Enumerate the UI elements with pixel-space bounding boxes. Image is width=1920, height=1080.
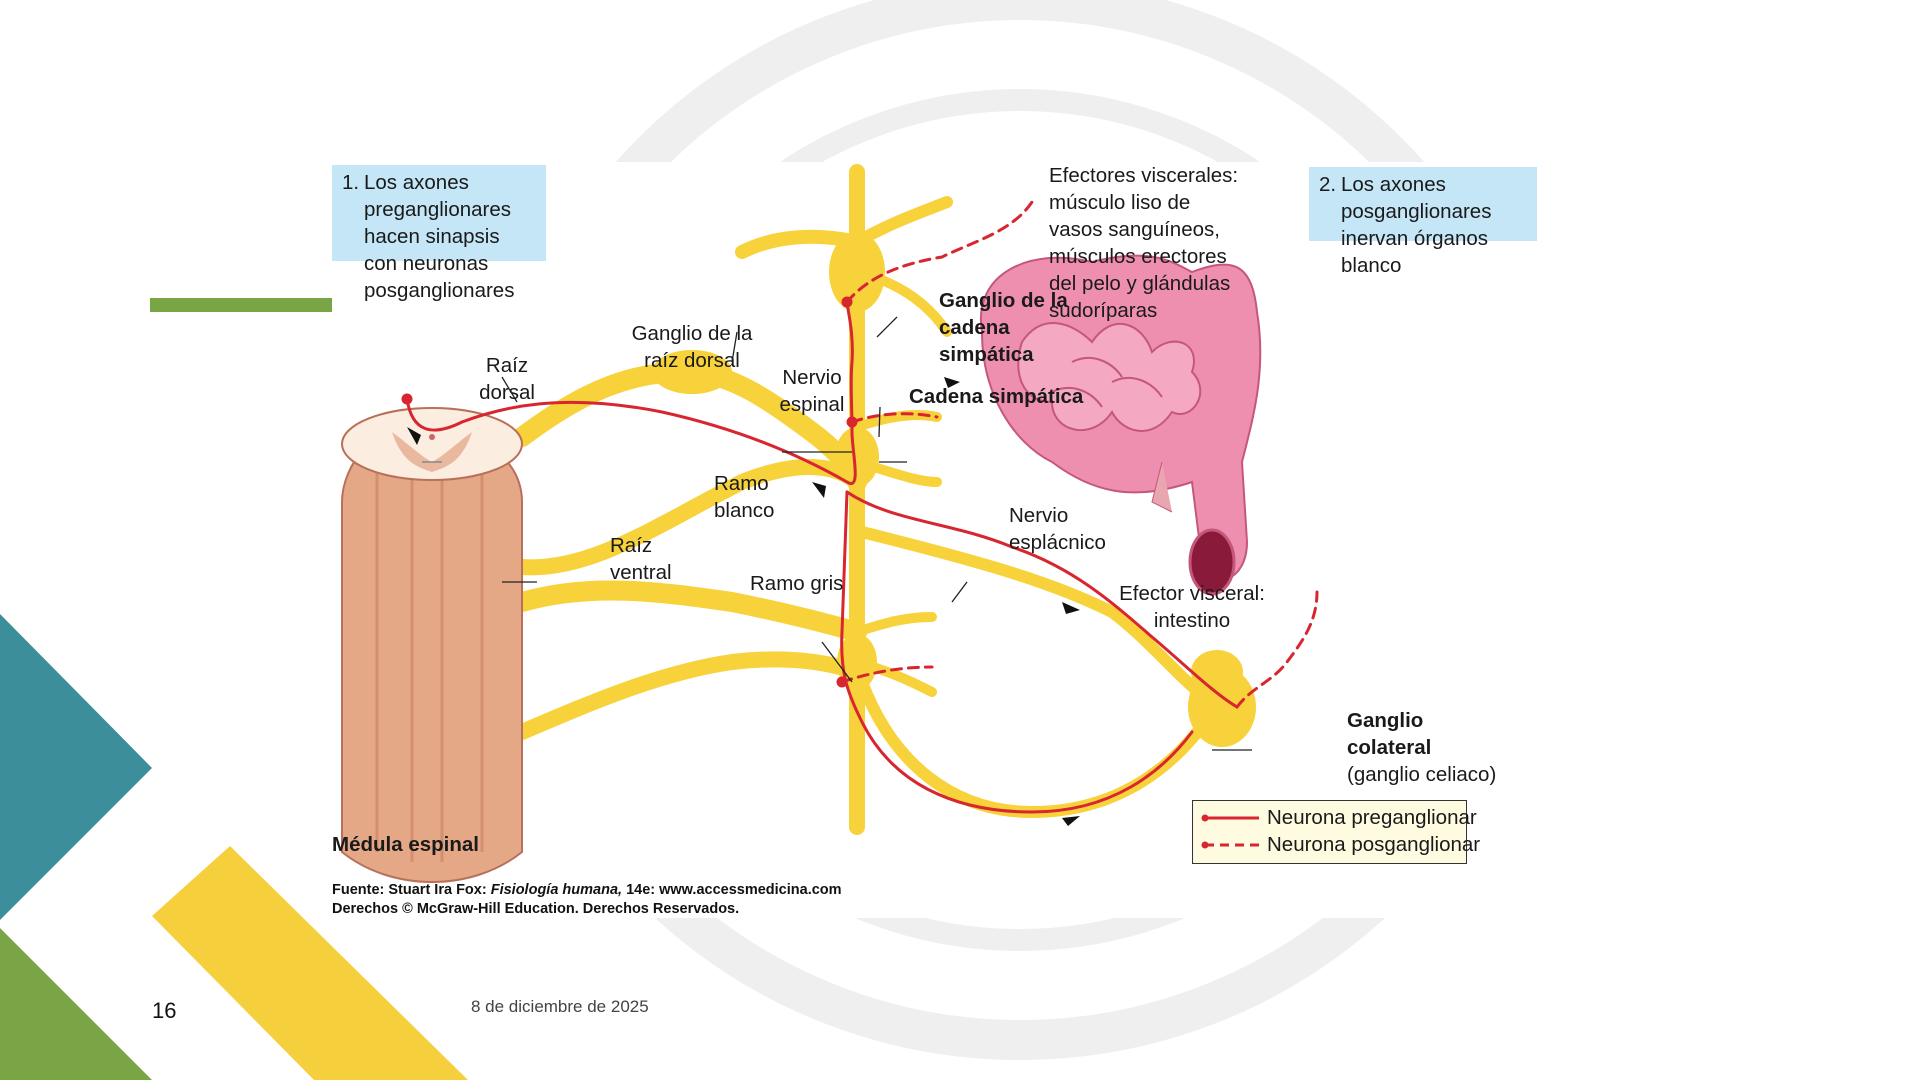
label-raiz-dorsal: Raíz dorsal bbox=[477, 352, 537, 406]
legend-preganglionar-label: Neurona preganglionar bbox=[1267, 805, 1477, 831]
slide-date: 8 de diciembre de 2025 bbox=[471, 997, 649, 1017]
label-ganglio-raiz-dorsal: Ganglio de la raíz dorsal bbox=[627, 320, 757, 374]
label-ramo-blanco: Ramo blanco bbox=[714, 470, 784, 524]
collateral-ganglion-lobe bbox=[1191, 650, 1243, 694]
source-rights: Derechos © McGraw-Hill Education. Derech… bbox=[332, 900, 842, 919]
label-ganglio-colateral: Ganglio colateral bbox=[1347, 707, 1437, 761]
label-ramo-gris: Ramo gris bbox=[750, 570, 843, 597]
source-suffix: 14e: www.accessmedicina.com bbox=[622, 882, 842, 898]
dashed-line-icon bbox=[1201, 838, 1261, 852]
callout-2-number: 2. bbox=[1319, 171, 1336, 198]
slide-number: 16 bbox=[152, 998, 176, 1024]
nerve-to-ganglion-bottom bbox=[862, 682, 1212, 812]
label-efector-visceral: Efector visceral: intestino bbox=[1112, 580, 1272, 634]
callout-preganglionic: 1. Los axones preganglionares hacen sina… bbox=[332, 165, 546, 261]
spinal-nerve-bottom bbox=[522, 659, 857, 732]
solid-line-icon bbox=[1201, 811, 1261, 825]
legend-preganglionar: Neurona preganglionar bbox=[1201, 805, 1466, 831]
legend-posganglionar: Neurona posganglionar bbox=[1201, 832, 1466, 858]
legend: Neurona preganglionar Neurona posganglio… bbox=[1192, 800, 1467, 864]
ventral-root bbox=[522, 467, 857, 567]
upper-branch-right bbox=[857, 202, 947, 242]
label-nervio-esplacnico: Nervio esplácnico bbox=[1009, 502, 1119, 556]
sympathetic-pathway-figure: 1. Los axones preganglionares hacen sina… bbox=[332, 162, 1589, 918]
label-nervio-espinal: Nervio espinal bbox=[772, 364, 852, 418]
upper-chain-ganglion bbox=[829, 232, 885, 312]
label-medula-espinal: Médula espinal bbox=[332, 831, 479, 858]
source-prefix: Fuente: Stuart Ira Fox: bbox=[332, 882, 491, 898]
callout-1-number: 1. bbox=[342, 169, 359, 196]
label-ganglio-cadena: Ganglio de la cadena simpática bbox=[939, 287, 1089, 368]
source-title: Fisiología humana, bbox=[491, 882, 622, 898]
figure-source: Fuente: Stuart Ira Fox: Fisiología human… bbox=[332, 881, 842, 919]
callout-postganglionic: 2. Los axones posganglionares inervan ór… bbox=[1309, 167, 1537, 241]
spinal-cord bbox=[342, 408, 522, 882]
low-branch-right bbox=[857, 617, 932, 632]
callout-2-text: Los axones posganglionares inervan órgan… bbox=[1319, 171, 1529, 279]
label-raiz-ventral: Raíz ventral bbox=[610, 532, 680, 586]
label-ganglio-celiaco: (ganglio celiaco) bbox=[1347, 761, 1496, 788]
source-line-1: Fuente: Stuart Ira Fox: Fisiología human… bbox=[332, 881, 842, 900]
legend-posganglionar-label: Neurona posganglionar bbox=[1267, 832, 1480, 858]
label-cadena-simpatica: Cadena simpática bbox=[909, 383, 1083, 410]
callout-1-text: Los axones preganglionares hacen sinapsi… bbox=[342, 169, 538, 304]
